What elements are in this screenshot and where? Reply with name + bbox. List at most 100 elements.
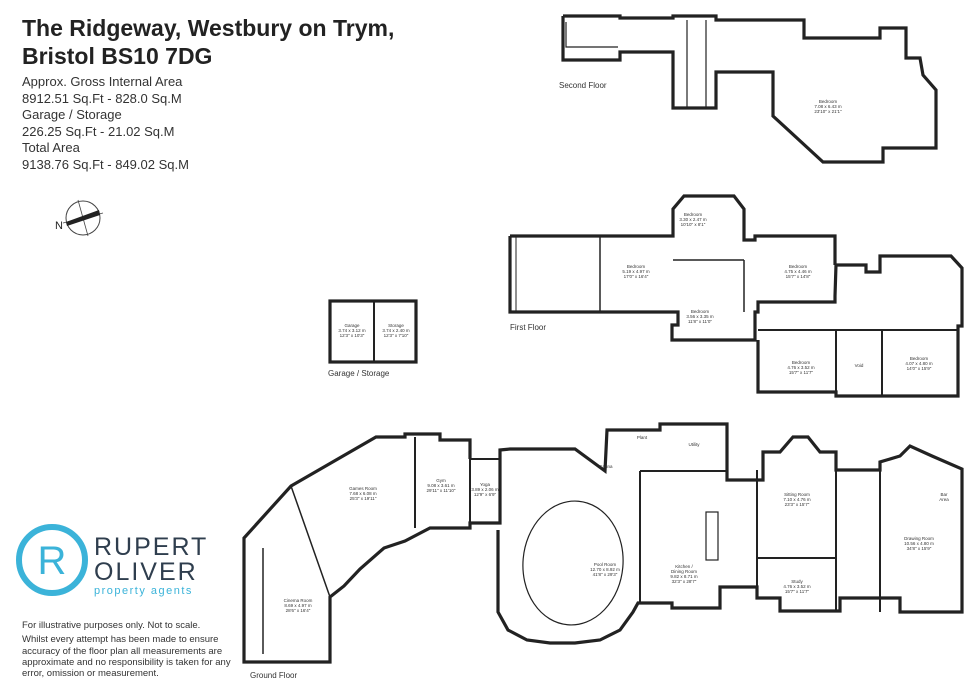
room-label-sauna: Sauna [599,464,613,469]
room-dim-metric: 4.07 x 4.80 m [905,361,933,366]
room-label-gym: Gym 9.08 x 3.61 m 29'11" x 11'10" [426,478,455,493]
room-name-2: Area [939,497,949,502]
room-name-2: Dining Room [671,569,697,574]
room-name: Bedroom [910,356,929,361]
room-name: Sitting Room [784,492,810,497]
room-label-cinema: Cinema Room 8.69 x 4.97 m 28'6" x 16'4" [284,598,313,613]
room-dim-imperial: 29'11" x 11'10" [426,488,455,493]
room-dim-imperial: 28'6" x 16'4" [286,608,311,613]
room-label-bedroom-a: Bedroom 3.30 x 2.47 m 10'10" x 8'1" [679,212,707,227]
room-dim-metric: 10.56 x 4.80 m [904,541,934,546]
room-dim-metric: 4.76 x 3.52 m [787,365,815,370]
room-name: Bedroom [684,212,703,217]
room-dim-imperial: 23'3" x 15'7" [785,502,810,507]
room-dim-imperial: 34'8" x 15'9" [907,546,932,551]
compass-north-label: N [55,220,63,232]
total-area-label: Total Area [22,140,80,156]
logo-word-1: RUPERT [94,533,209,561]
floor-label-garage: Garage / Storage [328,369,390,378]
room-dim-metric: 7.68 x 6.08 m [349,491,377,496]
room-dim-metric: 4.76 x 3.52 m [783,584,811,589]
room-label-bedroom-c: Bedroom 4.75 x 4.46 m 15'7" x 14'8" [784,264,812,279]
room-dim-imperial: 15'7" x 11'7" [785,589,810,594]
floor-label-first: First Floor [510,323,546,332]
title-line-1: The Ridgeway, Westbury on Trym, [22,15,395,41]
room-name: Study [791,579,803,584]
floor-label-ground: Ground Floor [250,671,298,680]
room-dim-imperial: 23'10" x 21'1" [814,109,842,114]
logo-word-2: OLIVER [94,558,198,586]
compass-icon: N [55,199,104,237]
garage-storage-plan [328,299,418,364]
room-label-study: Study 4.76 x 3.52 m 15'7" x 11'7" [783,579,811,594]
room-label-plant: Plant [637,435,648,440]
logo-mark-icon: R [16,524,88,596]
first-floor-plan [508,194,964,398]
room-dim-metric: 8.69 x 4.97 m [284,603,312,608]
room-dim-imperial: 41'8" x 29'3" [593,572,618,577]
total-area-value: 9138.76 Sq.Ft - 849.02 Sq.M [22,156,189,172]
room-dim-imperial: 32'3" x 28'7" [672,579,697,584]
room-label-void: Void [855,363,864,368]
property-title: The Ridgeway, Westbury on Trym, Bristol … [22,14,394,70]
floor-label-second: Second Floor [559,81,607,90]
gia-value: 8912.51 Sq.Ft - 828.0 Sq.M [22,90,182,106]
room-name: Kitchen / [675,564,693,569]
room-dim-imperial: 25'3" x 19'11" [350,496,377,501]
title-line-2: Bristol BS10 7DG [22,43,213,69]
room-dim-metric: 7.10 x 4.76 m [783,497,811,502]
room-name: Drawing Room [904,536,934,541]
room-dim-imperial: 14'0" x 15'9" [907,366,932,371]
room-label-bedroom-d: Bedroom 3.56 x 3.35 m 11'8" x 11'0" [686,309,714,324]
room-name: Games Room [349,486,377,491]
room-dim-imperial: 10'10" x 8'1" [681,222,706,227]
area-summary: Approx. Gross Internal Area 8912.51 Sq.F… [22,74,189,174]
room-dim-metric: 4.75 x 4.46 m [784,269,812,274]
disclaimer-line-2: Whilst every attempt has been made to en… [22,634,231,680]
room-dim-metric: 3.89 x 2.06 m [471,487,499,492]
room-name: Pool Room [594,562,617,567]
room-name: Storage [388,323,404,328]
room-label-bar: Bar Area [939,492,949,502]
room-dim-imperial: 12'3" x 7'10" [384,333,409,338]
second-floor-plan [561,14,938,164]
room-label-games: Games Room 7.68 x 6.08 m 25'3" x 19'11" [349,486,377,501]
room-dim-imperial: 15'7" x 14'8" [786,274,811,279]
room-dim-metric: 5.19 x 4.97 m [622,269,650,274]
room-label-utility: Utility [689,442,701,447]
room-label-garage: Garage 3.74 x 3.12 m 12'3" x 10'3" [338,323,366,338]
room-dim-metric: 7.08 x 6.43 m [814,104,842,109]
room-dim-metric: 3.30 x 2.47 m [679,217,707,222]
room-dim-metric: 3.74 x 3.12 m [338,328,366,333]
room-label-storage: Storage 3.74 x 2.40 m 12'3" x 7'10" [382,323,410,338]
agent-logo: RUPERT OLIVER property agents [14,527,214,597]
room-name: Garage [344,323,360,328]
room-name: Bedroom [819,99,838,104]
room-label-bedroom-b: Bedroom 5.19 x 4.97 m 17'0" x 16'4" [622,264,650,279]
logo-tagline: property agents [94,585,193,597]
room-dim-imperial: 17'0" x 16'4" [624,274,649,279]
room-dim-metric: 3.74 x 2.40 m [382,328,410,333]
room-label-pool: Pool Room 12.70 x 8.92 m 41'8" x 29'3" [590,562,620,577]
garage-area-value: 226.25 Sq.Ft - 21.02 Sq.M [22,123,175,139]
room-name: Bedroom [792,360,811,365]
room-name: Yoga [480,482,491,487]
room-dim-imperial: 12'9" x 6'9" [474,492,497,497]
room-label-bedroom-f: Bedroom 4.07 x 4.80 m 14'0" x 15'9" [905,356,933,371]
garage-area-label: Garage / Storage [22,107,122,123]
room-label-drawing: Drawing Room 10.56 x 4.80 m 34'8" x 15'9… [904,536,934,551]
room-dim-imperial: 11'8" x 11'0" [688,319,712,324]
room-label-sitting: Sitting Room 7.10 x 4.76 m 23'3" x 15'7" [783,492,811,507]
room-name: Bedroom [691,309,710,314]
ground-floor-plan [242,422,964,664]
room-dim-metric: 3.56 x 3.35 m [686,314,714,319]
room-label-kitchen: Kitchen / Dining Room 9.82 x 8.71 m 32'3… [670,564,698,584]
logo-mark-letter: R [38,539,67,583]
gia-label: Approx. Gross Internal Area [22,74,183,89]
room-dim-imperial: 15'7" x 11'7" [789,370,814,375]
room-label-bedroom-second: Bedroom 7.08 x 6.43 m 23'10" x 21'1" [814,99,842,114]
room-dim-imperial: 12'3" x 10'3" [340,333,365,338]
room-dim-metric: 12.70 x 8.92 m [590,567,620,572]
room-name: Bedroom [627,264,646,269]
